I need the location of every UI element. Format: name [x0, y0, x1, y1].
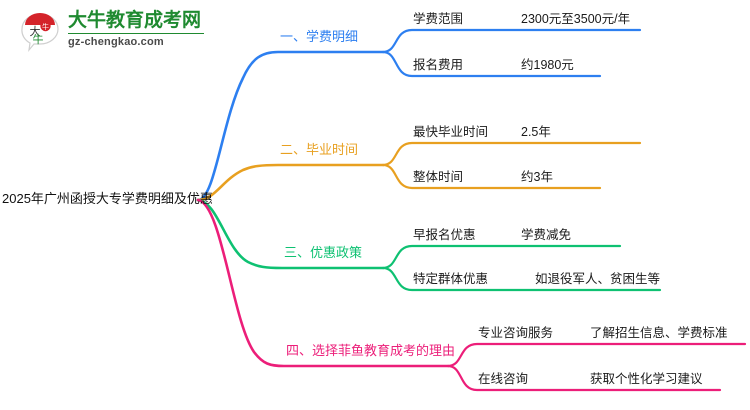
leaf-key: 特定群体优惠	[413, 272, 489, 286]
logo-url: gz-chengkao.com	[68, 36, 164, 48]
branch-title-2: 二、毕业时间	[280, 142, 359, 157]
site-logo: 牛 大 牛 大牛教育成考网 gz-chengkao.com	[18, 8, 208, 56]
branch-title-4: 四、选择菲鱼教育成考的理由	[286, 343, 456, 358]
leaf-value: 获取个性化学习建议	[590, 372, 703, 386]
leaf-key: 专业咨询服务	[478, 326, 554, 340]
svg-text:牛: 牛	[42, 22, 49, 31]
leaf-key: 最快毕业时间	[413, 125, 489, 139]
logo-name: 大牛教育成考网	[68, 10, 202, 31]
leaf-key: 早报名优惠	[413, 228, 476, 242]
leaf-key: 在线咨询	[478, 372, 529, 386]
leaf-key: 整体时间	[413, 170, 464, 184]
leaf-value: 约3年	[521, 170, 553, 184]
leaf-value: 了解招生信息、学费标准	[590, 326, 728, 340]
svg-text:大: 大	[30, 24, 41, 38]
svg-text:牛: 牛	[33, 32, 44, 46]
root-node-label: 2025年广州函授大专学费明细及优惠	[2, 191, 213, 206]
logo-mark-icon: 牛 大 牛	[21, 13, 59, 52]
leaf-key: 学费范围	[413, 12, 464, 26]
leaf-value: 学费减免	[521, 228, 572, 242]
branch-title-3: 三、优惠政策	[284, 245, 363, 260]
leaf-value: 2.5年	[521, 125, 551, 139]
branch-title-1: 一、学费明细	[280, 29, 359, 44]
leaf-value: 约1980元	[521, 58, 574, 72]
leaf-key: 报名费用	[413, 58, 464, 72]
leaf-value: 2300元至3500元/年	[521, 12, 631, 26]
logo-divider	[68, 33, 204, 34]
leaf-value: 如退役军人、贫困生等	[535, 272, 661, 286]
